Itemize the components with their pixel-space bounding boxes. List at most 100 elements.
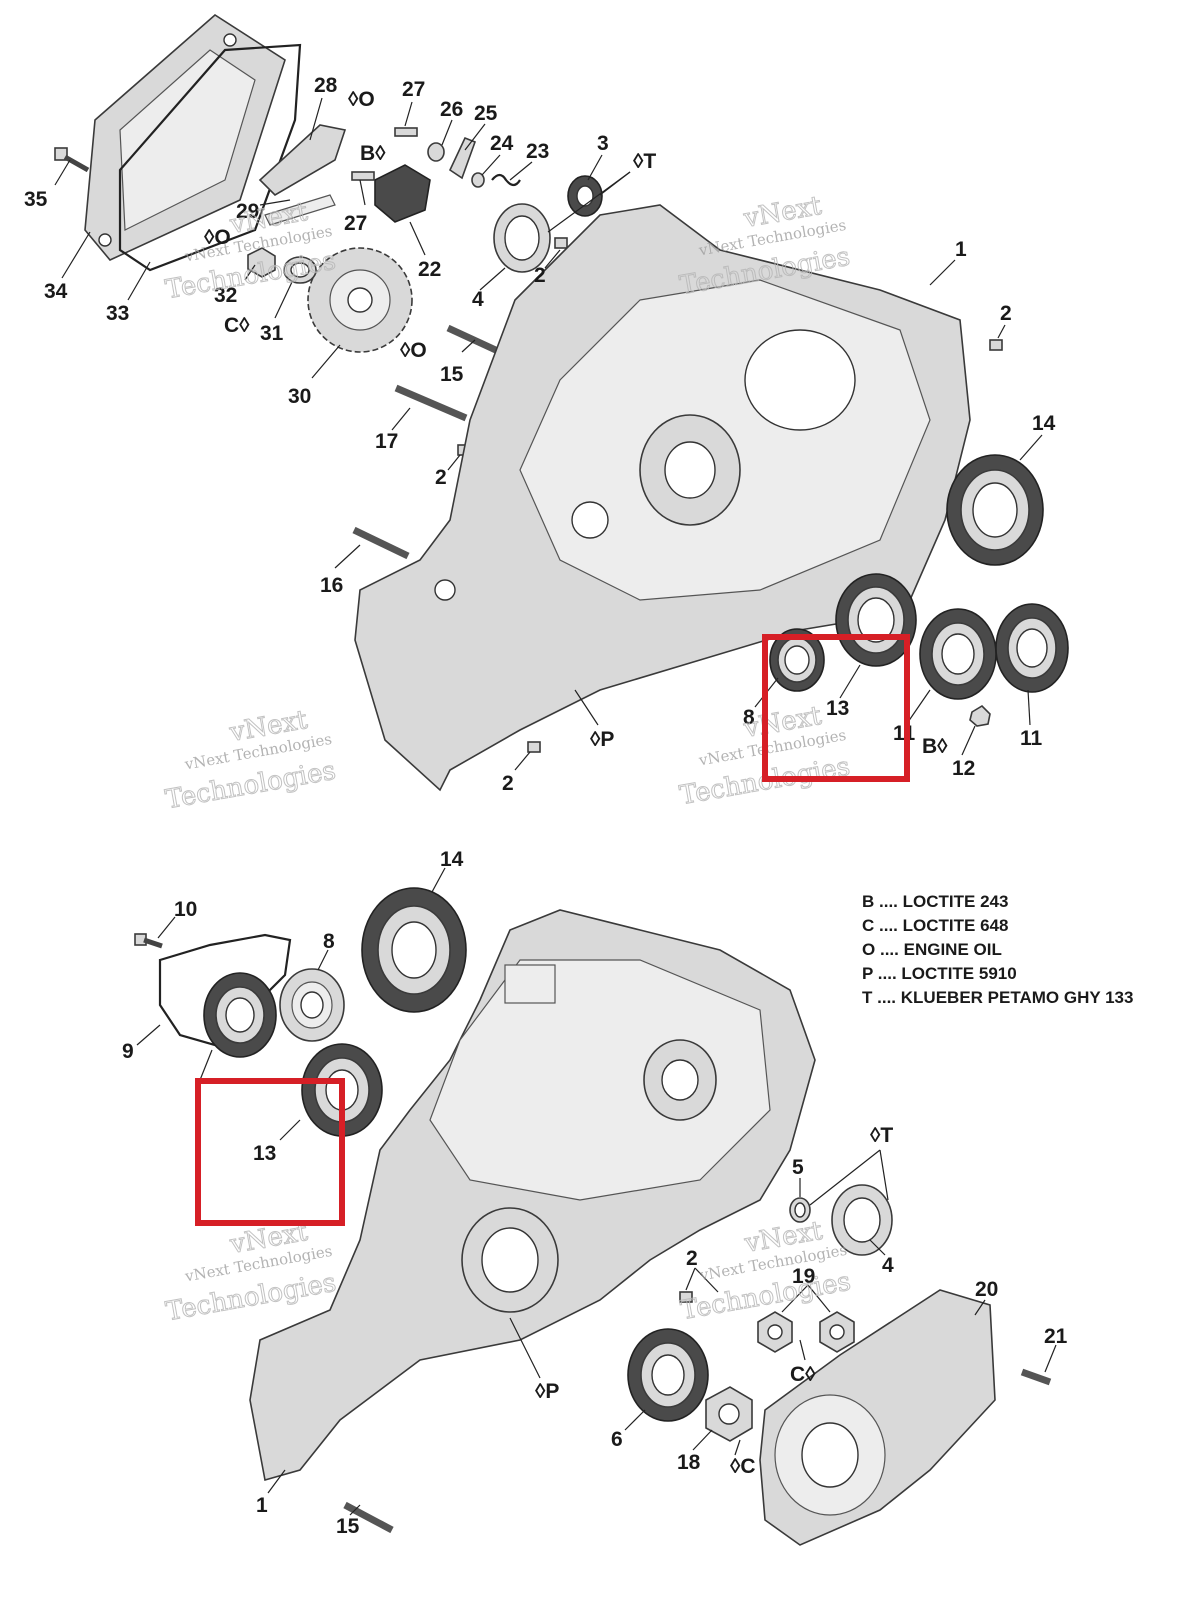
callout-8-top: 8 (743, 706, 755, 729)
callout-13-top: 13 (826, 697, 849, 720)
spring-part-23 (491, 173, 521, 187)
legend-row-c: C .... LOCTITE 648 (862, 916, 1009, 935)
seal-part-4a (493, 203, 551, 273)
nut-part-19 (757, 1311, 855, 1353)
callout-17: 17 (375, 430, 398, 453)
callout-8-bottom: 8 (323, 930, 335, 953)
nut-part-18 (705, 1386, 753, 1442)
bracket-part-28 (258, 124, 347, 197)
callout-2-e: 2 (686, 1247, 698, 1270)
callout-23: 23 (526, 140, 549, 163)
cover-part-34 (84, 14, 286, 261)
callout-2-c: 2 (435, 466, 447, 489)
callout-22: 22 (418, 258, 441, 281)
callout-26: 26 (440, 98, 463, 121)
callout-1-top: 1 (955, 238, 967, 261)
washer-part-26 (427, 142, 445, 162)
dowel-part-2a (554, 237, 568, 249)
bearing-part-14b (361, 887, 467, 1013)
bearing-part-11b (995, 603, 1069, 693)
watermark-3: vNext vNext Technologies Technologies (163, 704, 339, 815)
lube-mark-c-nut19: C◊ (790, 1363, 816, 1386)
lube-mark-p-bottom: ◊P (535, 1380, 559, 1403)
callout-32: 32 (214, 284, 237, 307)
seal-part-3 (567, 175, 603, 217)
callout-30: 30 (288, 385, 311, 408)
lube-mark-t-top: ◊T (633, 150, 656, 173)
bearing-part-8b (279, 968, 345, 1042)
dowel-part-2d (527, 741, 541, 753)
callout-15-bottom: 15 (336, 1515, 360, 1538)
lubricant-legend: B .... LOCTITE 243 C .... LOCTITE 648 O … (862, 890, 1133, 1010)
plug-part-12 (969, 704, 991, 727)
callout-25: 25 (474, 102, 498, 125)
bearing-part-8a (769, 628, 825, 692)
bolt-part-10 (134, 933, 163, 949)
callout-35: 35 (24, 188, 48, 211)
bolt-part-15b (343, 1501, 394, 1534)
dowel-part-2b (989, 339, 1003, 351)
leader-lines-bottom (136, 867, 1057, 1516)
callout-13-bottom: 13 (253, 1142, 276, 1165)
callout-1-bottom: 1 (256, 1494, 268, 1517)
callout-4-bottom: 4 (882, 1254, 894, 1277)
callout-34: 34 (44, 280, 68, 303)
callout-18: 18 (677, 1451, 701, 1474)
callout-6: 6 (611, 1428, 623, 1451)
callout-27-lower: 27 (344, 212, 367, 235)
lever-part-25 (448, 136, 477, 180)
lube-mark-t-bottom: ◊T (870, 1124, 893, 1147)
callout-20: 20 (975, 1278, 998, 1301)
callout-33: 33 (106, 302, 129, 325)
lube-mark-o-gear: ◊O (400, 339, 427, 362)
callout-2-a: 2 (534, 264, 546, 287)
cover-part-20 (759, 1289, 996, 1546)
callout-14-top: 14 (1032, 412, 1056, 435)
callout-16: 16 (320, 574, 343, 597)
lube-mark-c-top: C◊ (224, 314, 250, 337)
bearing-part-11a (919, 608, 997, 700)
gear-part-30 (307, 247, 413, 353)
callout-2-b: 2 (1000, 302, 1012, 325)
callout-21: 21 (1044, 1325, 1068, 1348)
callout-14-bottom: 14 (440, 848, 464, 871)
leader-lines-top (54, 97, 1043, 771)
washer-part-24 (471, 172, 485, 188)
crankcase-part-1a (354, 204, 971, 792)
bolt-part-27b (351, 171, 375, 181)
legend-row-o: O .... ENGINE OIL (862, 940, 1002, 959)
callout-28: 28 (314, 74, 338, 97)
lube-mark-o-top: ◊O (348, 88, 375, 111)
bolt-part-21 (1020, 1368, 1052, 1386)
highlight-box-top (762, 634, 910, 782)
lube-mark-b-plug: B◊ (922, 735, 948, 758)
callout-19: 19 (792, 1265, 815, 1288)
highlight-box-bottom (195, 1078, 345, 1226)
callout-5: 5 (792, 1156, 804, 1179)
bolt-part-27a (394, 127, 418, 137)
bearing-part-9-bearing (203, 972, 277, 1058)
callout-24: 24 (490, 132, 514, 155)
seal-part-4b (831, 1184, 893, 1256)
callout-9: 9 (122, 1040, 134, 1063)
lube-mark-c-nut18: ◊C (730, 1455, 756, 1478)
shaft-part-29 (264, 194, 336, 226)
nut-part-32 (247, 247, 276, 278)
callout-29: 29 (236, 200, 259, 223)
legend-row-p: P .... LOCTITE 5910 (862, 964, 1017, 983)
crankcase-part-1b (249, 909, 816, 1482)
hub-part-22 (374, 164, 431, 223)
bolt-part-15a (446, 324, 502, 356)
watermark-5: vNext vNext Technologies Technologies (163, 1216, 339, 1327)
legend-row-b: B .... LOCTITE 243 (862, 892, 1009, 911)
bolt-part-16 (352, 526, 410, 560)
lube-mark-o-mid: ◊O (204, 226, 231, 249)
callout-11-right: 11 (1020, 727, 1043, 750)
callout-2-d: 2 (502, 772, 514, 795)
bolt-part-17 (394, 384, 468, 422)
callout-3: 3 (597, 132, 609, 155)
legend-row-t: T .... KLUEBER PETAMO GHY 133 (862, 988, 1134, 1007)
lube-mark-b-top: B◊ (360, 142, 386, 165)
callout-31: 31 (260, 322, 284, 345)
